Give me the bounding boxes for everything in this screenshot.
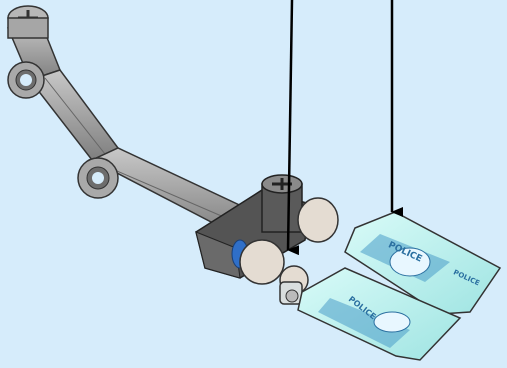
- pin-hole-connector-middle: [78, 158, 118, 198]
- vertical-axle-connector: [262, 175, 302, 232]
- top-axle-connector: [8, 6, 48, 38]
- pin-hole-connector-upper: [8, 62, 44, 98]
- clip-hinge-row: [280, 282, 302, 304]
